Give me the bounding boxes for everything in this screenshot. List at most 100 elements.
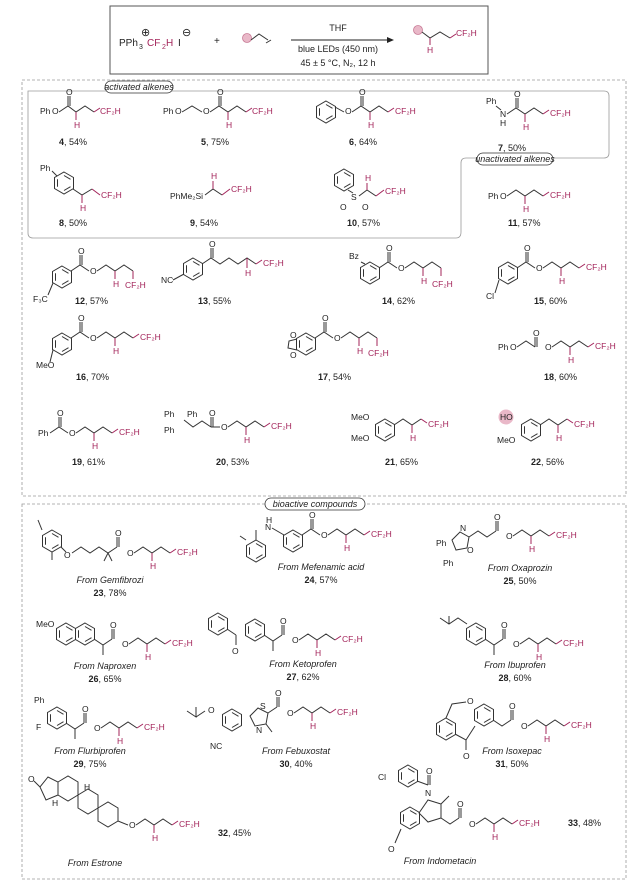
compound-7-structure: Ph N H O H CF₂H [486, 89, 571, 132]
svg-text:23, 78%: 23, 78% [93, 588, 126, 598]
n-label: N [256, 725, 262, 735]
o-label: O [536, 263, 543, 273]
reagent-iodide: I [178, 38, 181, 49]
h-label: H [357, 346, 363, 356]
cf2h-label: CF₂H [177, 547, 198, 557]
svg-text:13, 55%: 13, 55% [198, 296, 231, 306]
o-label: O [78, 246, 85, 256]
compound-yield: 54% [333, 372, 351, 382]
caption-7: 7, 50% [498, 143, 526, 153]
compound-21-structure: MeO MeO H CF₂H [351, 412, 449, 443]
compound-number: 30 [279, 759, 289, 769]
compound-yield: 57% [523, 218, 541, 228]
cf2h-label: CF₂H [371, 529, 392, 539]
compound-number: 11 [508, 218, 518, 228]
o-label: O [127, 548, 134, 558]
compound-number: 32 [218, 828, 228, 838]
ph-label: Ph [443, 558, 454, 568]
h-label: H [568, 355, 574, 365]
compound-yield: 60% [514, 673, 532, 683]
caption-11: 11, 57% [508, 218, 541, 228]
o-label: O [506, 531, 513, 541]
svg-text:10, 57%: 10, 57% [347, 218, 380, 228]
compound-yield: 50% [508, 143, 526, 153]
svg-text:5, 75%: 5, 75% [201, 137, 229, 147]
compound-yield: 54% [200, 218, 218, 228]
o-label: O [129, 820, 136, 830]
compound-yield: 57% [362, 218, 380, 228]
reaction-box: PPh 3 ⊕ CF 2 H I ⊖ + THF blue LEDs (450 … [109, 5, 489, 75]
nc-label: NC [210, 741, 222, 751]
caption-18: 18, 60% [544, 372, 577, 382]
svg-text:28, 60%: 28, 60% [498, 673, 531, 683]
compound-number: 9 [190, 218, 195, 228]
source-drug-label: From Ibuprofen [484, 660, 546, 670]
h-label: H [368, 120, 374, 130]
compound-yield: 55% [213, 296, 231, 306]
cf2h-label: CF₂H [368, 348, 389, 358]
ph-label: Ph [187, 409, 198, 419]
compound-number: 31 [495, 759, 505, 769]
compound-27-structure: O O O H CF₂H [208, 612, 363, 658]
o-label: O [221, 422, 228, 432]
tag-activated: activated alkenes [104, 80, 174, 94]
compound-yield: 53% [231, 457, 249, 467]
caption-16: 16, 70% [76, 372, 109, 382]
o-label: O [90, 266, 97, 276]
h-label: H [544, 734, 550, 744]
o-label: O [292, 635, 299, 645]
compound-16-structure: MeO O O H CF₂H [36, 313, 161, 370]
cf2h-label: CF₂H [125, 280, 146, 290]
cf2h-label: CF₂H [556, 530, 577, 540]
h-label: H [559, 276, 565, 286]
svg-text:20, 53%: 20, 53% [216, 457, 249, 467]
compound-5-structure: Ph O O O H CF₂H [163, 87, 273, 130]
o-label: O [203, 106, 210, 116]
o-label: O [467, 696, 474, 706]
compound-yield: 48% [583, 818, 601, 828]
compound-yield: 78% [109, 588, 127, 598]
compound-yield: 57% [90, 296, 108, 306]
h-label: H [421, 276, 427, 286]
substituent-ball-icon [242, 33, 252, 43]
o-label: O [521, 721, 528, 731]
conditions-temp: 45 ± 5 °C, N₂, 12 h [300, 58, 375, 68]
o-label: O [494, 512, 501, 522]
caption-14: 14, 62% [382, 296, 415, 306]
caption-6: 6, 64% [349, 137, 377, 147]
source-drug-label: From Ketoprofen [269, 659, 337, 669]
o-label: O [362, 202, 369, 212]
ph-label: Ph [164, 409, 175, 419]
compound-yield: 40% [295, 759, 313, 769]
svg-text:30, 40%: 30, 40% [279, 759, 312, 769]
o-label: O [287, 708, 294, 718]
cl-label: Cl [378, 772, 386, 782]
compound-13-structure: NC O H CF₂H [161, 239, 284, 285]
o-label: O [217, 87, 224, 97]
cf2h-label: CF₂H [595, 341, 616, 351]
caption-19: 19, 61% [72, 457, 105, 467]
svg-text:33, 48%: 33, 48% [568, 818, 601, 828]
svg-text:12, 57%: 12, 57% [75, 296, 108, 306]
n-label: N [425, 788, 431, 798]
h-label: H [344, 543, 350, 553]
cf2h-label: CF₂H [101, 190, 122, 200]
svg-text:24, 57%: 24, 57% [304, 575, 337, 585]
o-label: O [513, 639, 520, 649]
source-drug-label: From Naproxen [74, 661, 137, 671]
compound-number: 4 [59, 137, 64, 147]
cf2h-label: CF₂H [263, 258, 284, 268]
o-label: O [175, 106, 182, 116]
tag-unactivated: unactivated alkenes [475, 152, 555, 166]
o-label: O [386, 243, 393, 253]
source-drug-label: From Estrone [68, 858, 123, 868]
svg-text:27, 62%: 27, 62% [286, 672, 319, 682]
cf2h-label: CF₂H [119, 427, 140, 437]
ph-label: Ph [163, 106, 174, 116]
h-label: H [523, 204, 529, 214]
svg-text:6, 64%: 6, 64% [349, 137, 377, 147]
caption-13: 13, 55% [198, 296, 231, 306]
svg-text:15, 60%: 15, 60% [534, 296, 567, 306]
tag-bioactive: bioactive compounds [264, 497, 366, 511]
compound-yield: 50% [511, 759, 529, 769]
